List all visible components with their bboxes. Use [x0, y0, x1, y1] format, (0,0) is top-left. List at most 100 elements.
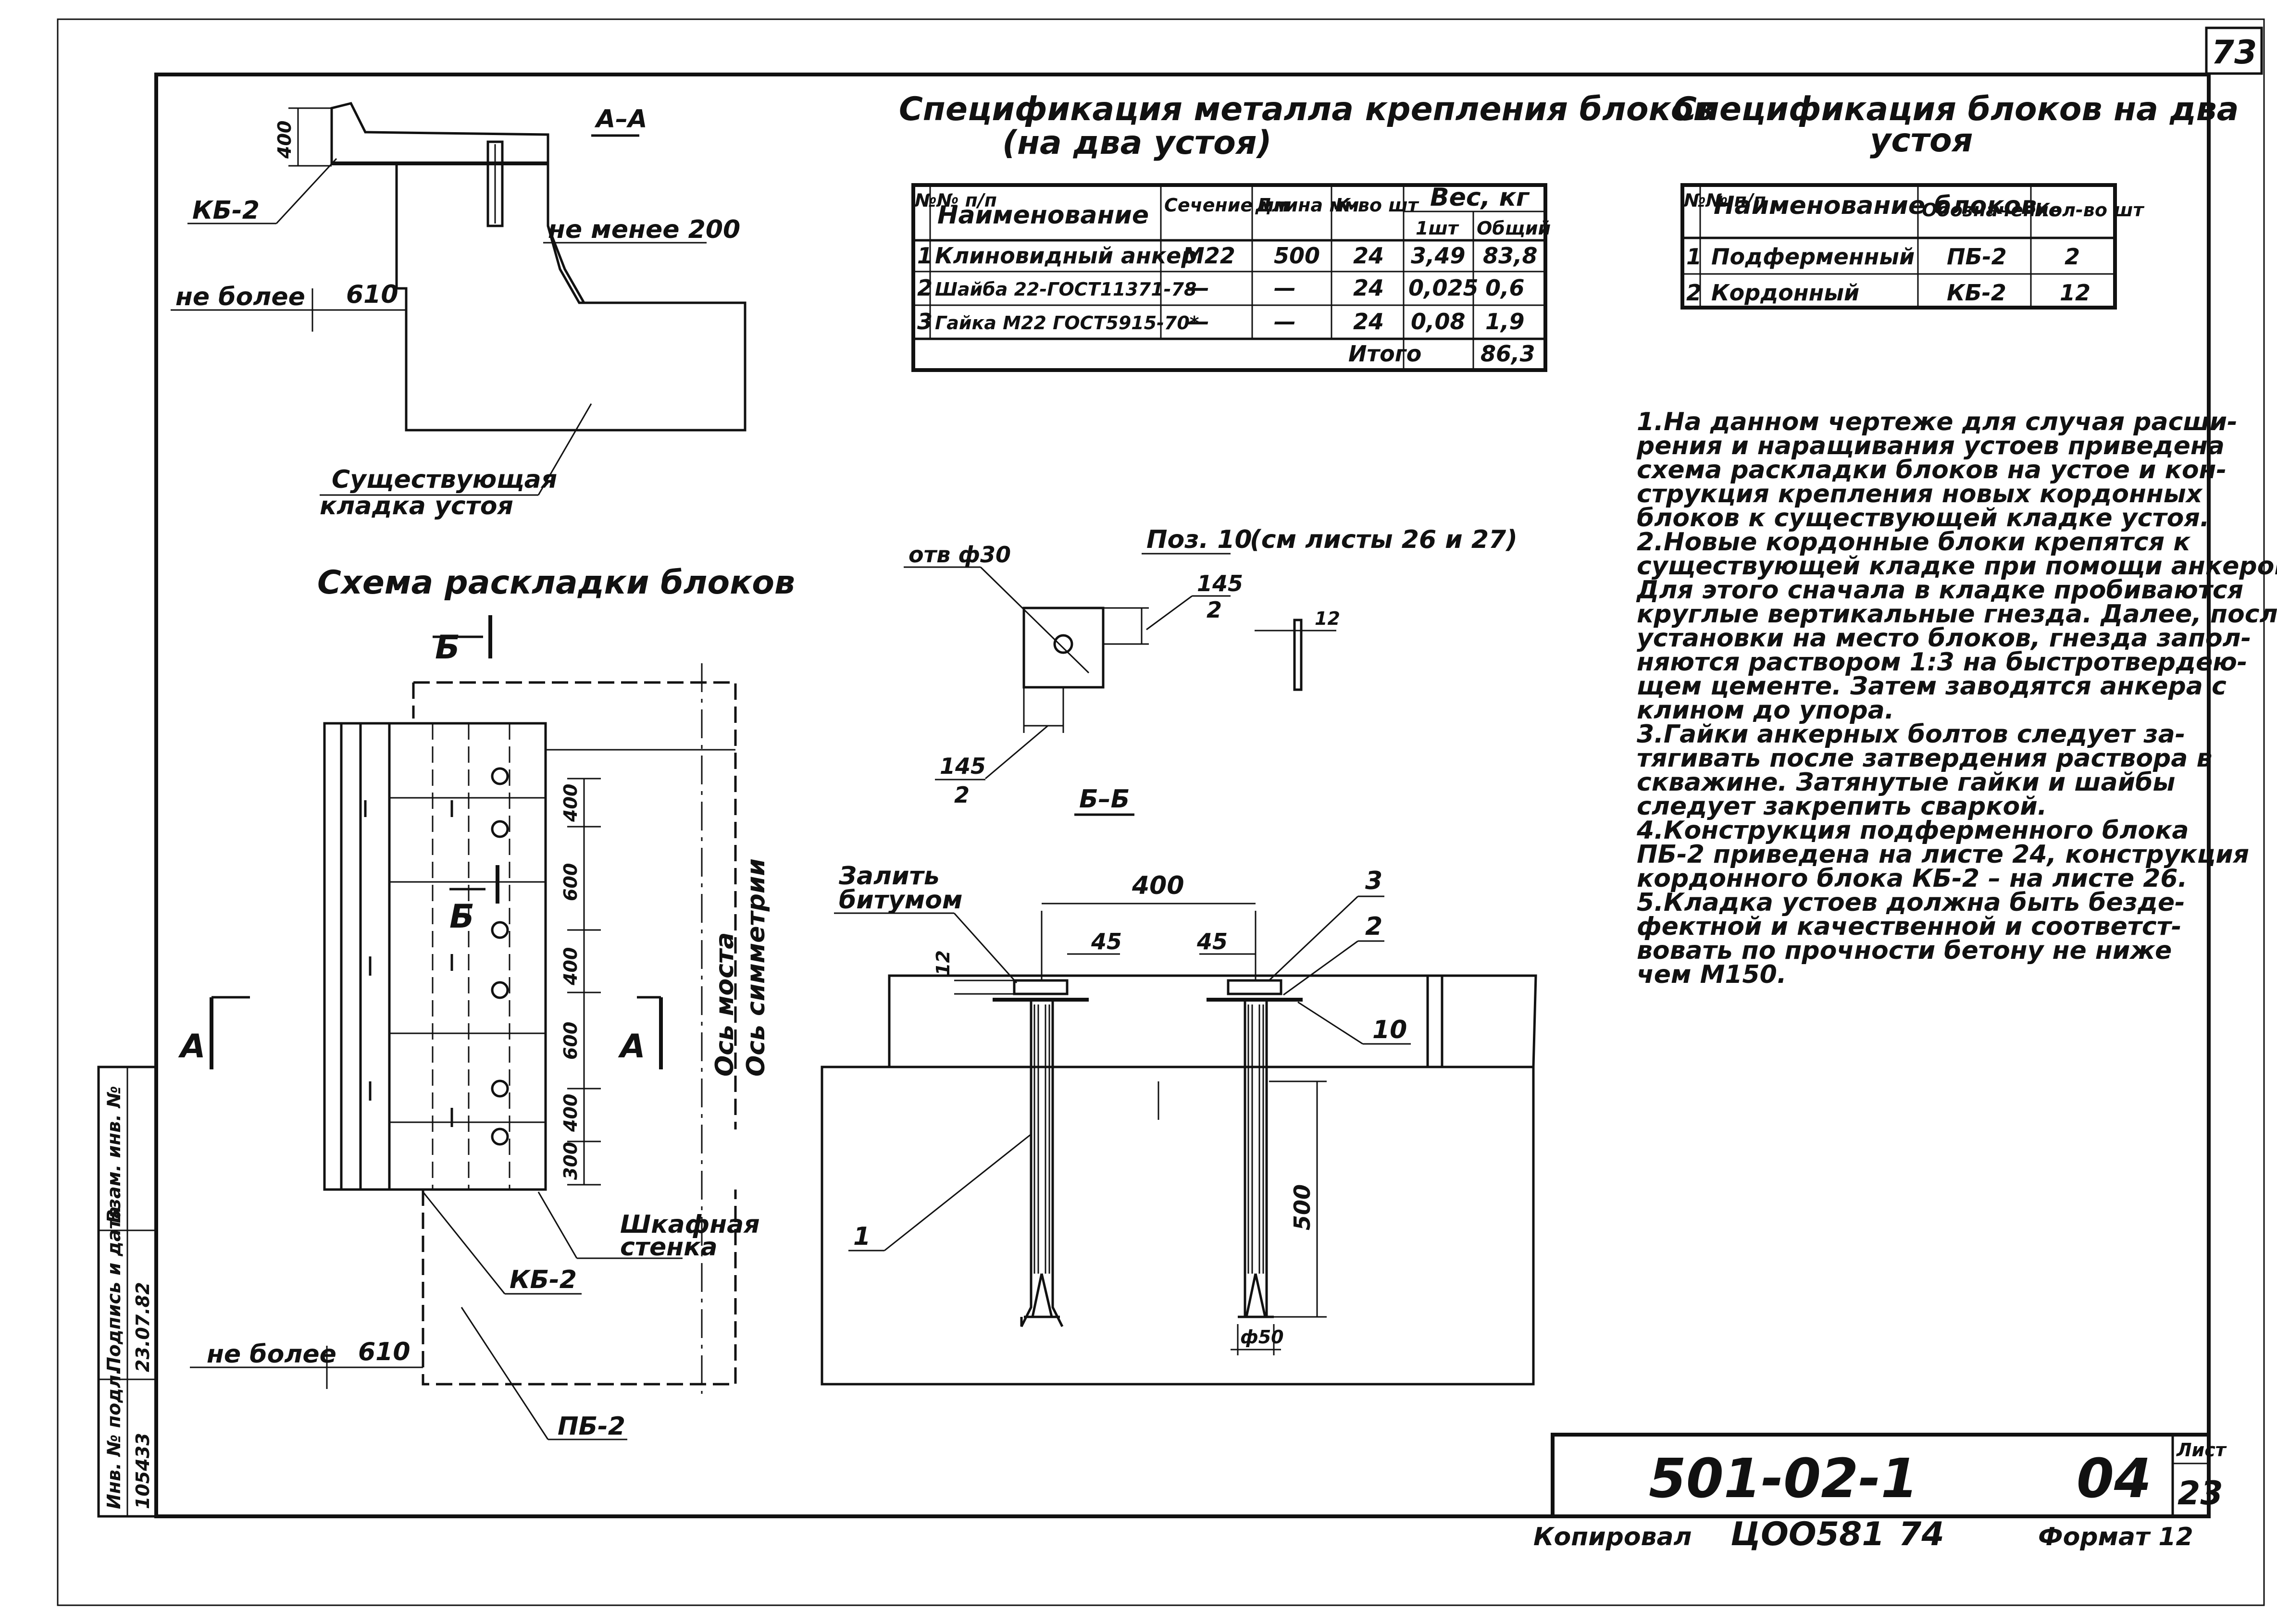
- note-line-6: существующей кладке при помощи анкеров.: [1637, 552, 2277, 581]
- metal-spec-table: №№ п/п Наименование Сечение мм Длина мм …: [911, 183, 1551, 372]
- svg-text:3,49: 3,49: [1411, 243, 1466, 269]
- svg-text:2: 2: [917, 275, 933, 301]
- pos10-frac-den-1: 2: [1207, 597, 1222, 623]
- svg-text:24: 24: [1353, 243, 1384, 269]
- bb-pour-2: битумом: [839, 886, 963, 915]
- plan-dim-3: 400: [560, 947, 581, 986]
- metal-total: 86,3: [1481, 341, 1535, 367]
- mhead-wall: Общий: [1477, 218, 1551, 239]
- blocks-spec-table: №№ п/п Наименование блоков Обозначение К…: [1680, 183, 2145, 310]
- svg-text:500: 500: [1274, 243, 1320, 269]
- dim-400: 400: [274, 121, 295, 159]
- blocks-spec-title-2: устоя: [1870, 122, 1973, 160]
- list-label: Лист: [2176, 1439, 2227, 1461]
- metal-spec: Спецификация металла крепления блоков (н…: [899, 90, 1714, 372]
- format-label: Формат 12: [2038, 1523, 2193, 1551]
- note-line-21: фектной и качественной и соответст-: [1637, 912, 2181, 941]
- doc-part: 04: [2077, 1448, 2152, 1510]
- sheet-number-top: 73: [2205, 26, 2263, 75]
- note-line-20: 5.Кладка устоев должна быть безде-: [1637, 888, 2185, 917]
- axis-bridge: Ось моста: [710, 932, 739, 1077]
- stamp-inv-value: 105433: [132, 1433, 153, 1509]
- bb-pos3: 3: [1365, 867, 1382, 895]
- svg-text:Гайка М22 ГОСТ5915-70*: Гайка М22 ГОСТ5915-70*: [935, 312, 1199, 334]
- blocks-spec-title-1: Спецификация блоков на два: [1673, 90, 2239, 128]
- svg-text:М22: М22: [1182, 243, 1235, 269]
- mhead-weight: Вес, кг: [1430, 183, 1530, 212]
- plan-pb2: ПБ-2: [558, 1412, 625, 1441]
- bb-dim-12: 12: [933, 950, 954, 976]
- svg-text:—: —: [1187, 275, 1209, 301]
- pos10-frac-den-2: 2: [954, 782, 970, 808]
- plan-title: Схема раскладки блоков: [317, 564, 795, 602]
- pos10-frac-num-2: 145: [940, 753, 986, 779]
- svg-text:0,08: 0,08: [1411, 309, 1466, 335]
- bb-pos2: 2: [1365, 912, 1382, 941]
- doc-code: 501-02-1: [1649, 1448, 1918, 1510]
- plan-dim-610: 610: [358, 1338, 411, 1366]
- pos10-hole-label: отв ф30: [908, 542, 1011, 568]
- note-line-23: чем М150.: [1637, 960, 1787, 989]
- note-line-16: следует закрепить сваркой.: [1637, 792, 2047, 821]
- svg-text:24: 24: [1353, 275, 1384, 301]
- copy-label: Копировал: [1533, 1523, 1692, 1551]
- block-layout-plan: Схема раскладки блоков Б: [178, 564, 795, 1441]
- bhead-name: Наименование блоков: [1714, 191, 2037, 220]
- bhead-mark: Обозначение: [1922, 199, 2061, 221]
- note-line-13: 3.Гайки анкерных болтов следует за-: [1637, 720, 2185, 749]
- svg-text:Клиновидный анкер: Клиновидный анкер: [935, 243, 1197, 269]
- notes: 1.На данном чертеже для случая расши- ре…: [1636, 408, 2277, 989]
- bb-pos10: 10: [1372, 1016, 1407, 1044]
- note-line-10: няются раствором 1:3 на быстротвердею-: [1637, 648, 2247, 677]
- svg-text:12: 12: [2060, 280, 2090, 306]
- side-stamp: Инв. № подл. Подпись и дата Взам. инв. №…: [97, 1066, 158, 1518]
- title-block: 501-02-1 04 Лист 23 Копировал ЦОО581 74 …: [1533, 1433, 2227, 1553]
- note-line-1: рения и наращивания устоев приведена: [1636, 432, 2225, 460]
- label-masonry-2: кладка устоя: [320, 492, 513, 521]
- note-line-17: 4.Конструкция подферменного блока: [1636, 816, 2189, 845]
- pos10-detail: Поз. 10 (см листы 26 и 27) отв ф30 145 2…: [904, 525, 1518, 808]
- copy-code: ЦОО581: [1730, 1515, 1885, 1553]
- stamp-repl-label: Взам. инв. №: [103, 1086, 124, 1223]
- svg-text:КБ-2: КБ-2: [1947, 280, 2006, 306]
- note-line-2: схема раскладки блоков на устое и кон-: [1637, 456, 2227, 484]
- note-line-9: установки на место блоков, гнезда запол-: [1637, 624, 2251, 653]
- svg-text:—: —: [1187, 309, 1209, 335]
- label-min-200: не менее 200: [548, 215, 740, 244]
- note-line-4: блоков к существующей кладке устоя.: [1637, 504, 2209, 533]
- mhead-length: Длина мм: [1255, 195, 1359, 216]
- section-aa: А–А 400 КБ-2 не менее 200 не более 610 С…: [171, 102, 747, 521]
- svg-text:Кордонный: Кордонный: [1711, 280, 1859, 306]
- svg-text:2: 2: [1686, 280, 1702, 306]
- plan-dim-1: 400: [560, 784, 581, 822]
- blocks-spec: Спецификация блоков на два устоя №№ п/п …: [1673, 90, 2239, 310]
- bb-pour-1: Залить: [838, 862, 940, 891]
- stamp-date-value: 23.07.82: [132, 1282, 153, 1372]
- note-line-19: кордонного блока КБ-2 – на листе 26.: [1637, 864, 2187, 893]
- metal-spec-title-2: (на два устоя): [1002, 124, 1272, 162]
- note-line-12: клином до упора.: [1637, 696, 1894, 725]
- svg-text:83,8: 83,8: [1483, 243, 1538, 269]
- svg-text:Подферменный: Подферменный: [1711, 244, 1915, 270]
- metal-total-label: Итого: [1348, 341, 1421, 367]
- plan-kb2: КБ-2: [510, 1265, 577, 1294]
- note-line-7: Для этого сначала в кладке пробиваются: [1636, 576, 2243, 605]
- note-line-3: струкция крепления новых кордонных: [1637, 480, 2203, 508]
- plan-dim-6: 300: [560, 1142, 581, 1180]
- svg-text:0,6: 0,6: [1485, 275, 1525, 301]
- svg-text:—: —: [1274, 309, 1296, 335]
- svg-text:Шайба 22-ГОСТ11371-78: Шайба 22-ГОСТ11371-78: [935, 279, 1196, 300]
- plan-no-more: не более: [207, 1340, 336, 1369]
- plan-dim-5: 400: [560, 1094, 581, 1132]
- mark-b-top: Б: [435, 629, 460, 667]
- pos10-ref: (см листы 26 и 27): [1250, 525, 1518, 554]
- stamp-sign-label: Подпись и дата: [103, 1206, 124, 1372]
- svg-text:73: 73: [2212, 34, 2257, 72]
- axis-symmetry: Ось симметрии: [742, 858, 771, 1077]
- bhead-qty: Кол-во шт: [2035, 199, 2145, 221]
- mhead-w1: 1шт: [1416, 218, 1459, 239]
- svg-text:1: 1: [1686, 244, 1702, 270]
- mhead-name: Наименование: [937, 201, 1149, 230]
- note-line-14: тягивать после затвердения раствора в: [1637, 744, 2212, 773]
